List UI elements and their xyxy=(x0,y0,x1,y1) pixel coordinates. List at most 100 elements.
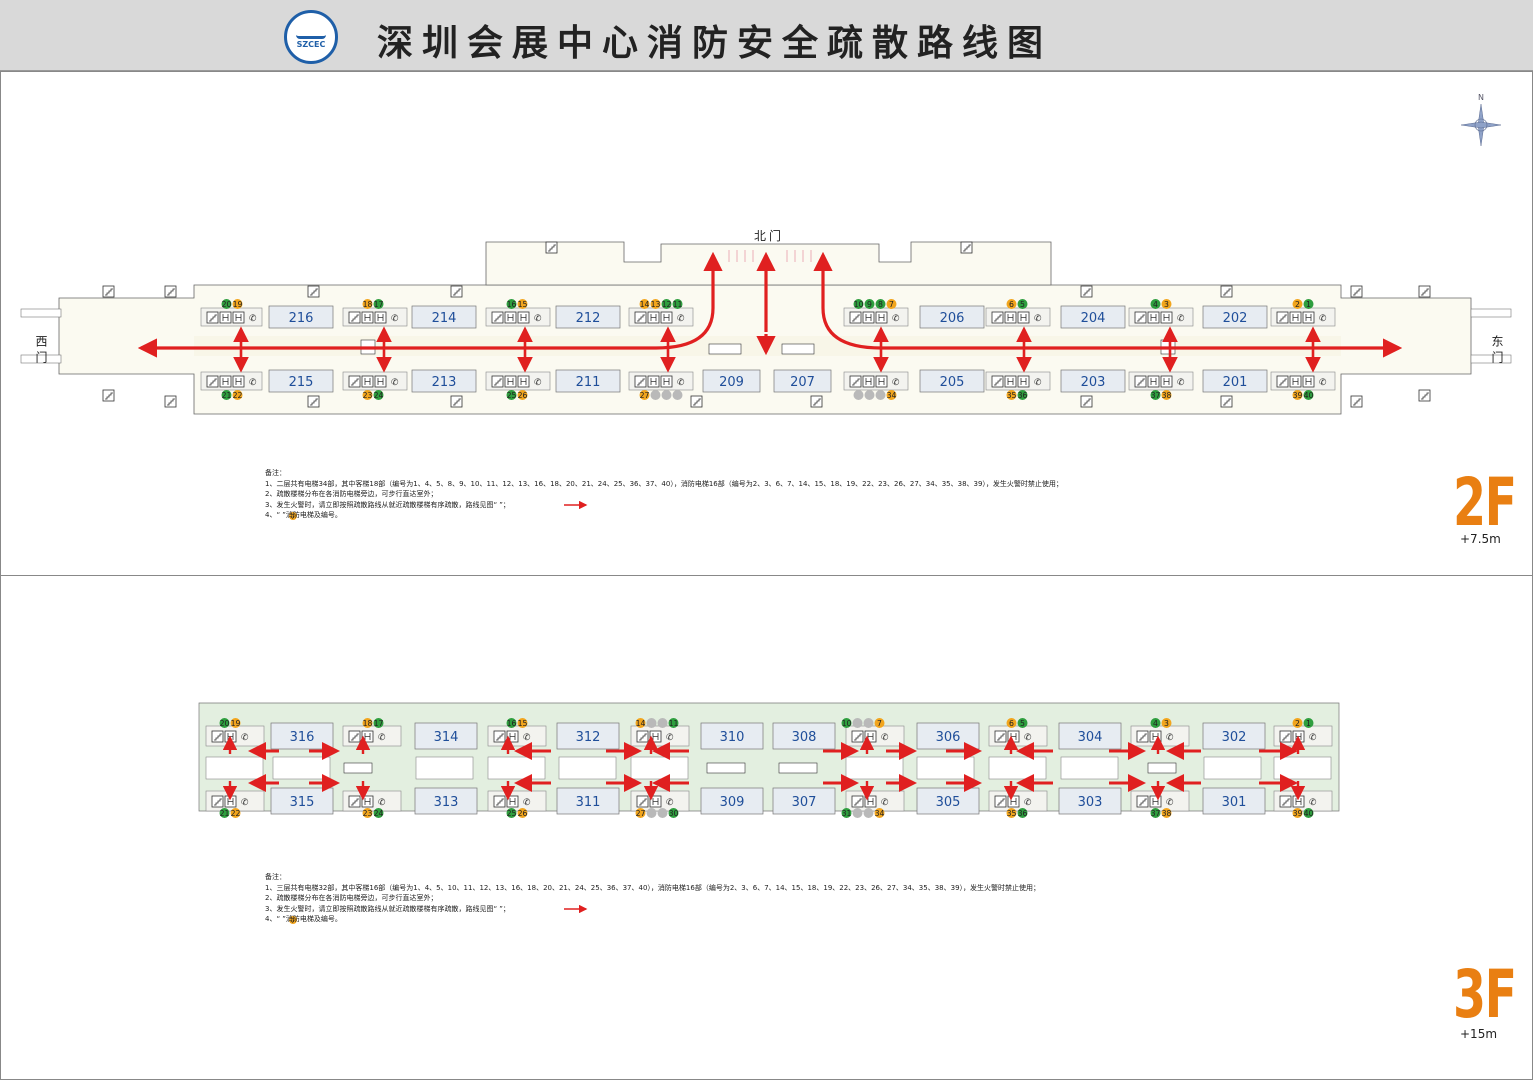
room-number: 205 xyxy=(940,375,965,390)
floor2-elevator-number: 8 xyxy=(878,300,883,309)
floor2-elevator-badge xyxy=(1150,299,1161,309)
room-number: 215 xyxy=(289,375,314,390)
floor3-elevator-badge xyxy=(874,718,885,728)
stair-icon xyxy=(348,795,361,808)
floor2-elevator-number: 35 xyxy=(1007,391,1017,400)
phone-icon: ✆ xyxy=(378,798,386,808)
floor2-elevator-number: 5 xyxy=(1020,300,1025,309)
phone-icon: ✆ xyxy=(1024,798,1032,808)
floor3-elevator-badge xyxy=(635,808,646,818)
notes-line: 4、“ ”消防电梯及编号。 xyxy=(265,915,342,923)
escalator-icon xyxy=(343,762,373,774)
stair-icon xyxy=(634,311,647,324)
elevator-symbol xyxy=(1305,378,1312,385)
exterior-stair-icon xyxy=(1350,285,1363,298)
stair-symbol xyxy=(1083,398,1091,406)
phone-icon: ✆ xyxy=(391,378,399,388)
room-box xyxy=(268,369,334,393)
elevator-symbol xyxy=(222,314,229,321)
floor2-elevator-number: 37 xyxy=(1151,391,1161,400)
phone-icon: ✆ xyxy=(1319,314,1327,324)
elevator-symbol xyxy=(1150,314,1157,321)
exterior-stair-icon xyxy=(102,285,115,298)
floor3-elevator-number: 10 xyxy=(842,719,852,728)
floor2-elevator-badge xyxy=(1161,299,1172,309)
floor3-elevator-number: 27 xyxy=(636,809,646,818)
stair-symbol xyxy=(548,244,556,252)
floor3-elevator-badge xyxy=(1150,718,1161,728)
floor3-elevator-badge xyxy=(1303,718,1314,728)
escalator-icon xyxy=(781,343,815,355)
floor3-elevator-badge xyxy=(1292,718,1303,728)
phone-icon: ✆ xyxy=(666,733,674,743)
notes-line: 2、疏散楼梯分布在各消防电梯旁边，可步行直达室外； xyxy=(265,490,438,498)
notes-line: 1、二层共有电梯34部，其中客梯18部（编号为1、4、5、8、9、10、11、1… xyxy=(265,479,1063,488)
room-number: 204 xyxy=(1081,311,1106,326)
floor2-elevator-number: 15 xyxy=(518,300,528,309)
stair-symbol xyxy=(639,733,647,741)
phone-icon: ✆ xyxy=(391,314,399,324)
stair-symbol xyxy=(105,288,113,296)
floor3-elevator-badge xyxy=(668,808,679,818)
stair-icon xyxy=(1136,795,1149,808)
elevator-symbol xyxy=(878,378,885,385)
stair-icon xyxy=(348,375,361,388)
exterior-stair-icon xyxy=(1418,285,1431,298)
exterior-stair-icon xyxy=(1080,395,1093,408)
logo-roof-shape xyxy=(296,22,326,39)
room-box xyxy=(555,369,621,393)
floor2-elevator-badge xyxy=(373,390,384,400)
floor3-elevator-badge xyxy=(863,718,874,728)
floor2-elevator-number: 17 xyxy=(374,300,384,309)
room-box xyxy=(773,369,832,393)
floor2-elevator-badge xyxy=(1006,390,1017,400)
corridor-block xyxy=(845,756,904,780)
north-door-label: 北门 xyxy=(754,229,785,243)
floor3-elevator-number: 35 xyxy=(1007,809,1017,818)
floor3-elevator-number: 24 xyxy=(374,809,384,818)
room-number: 307 xyxy=(792,795,817,810)
phone-icon: ✆ xyxy=(1319,378,1327,388)
floor3-elevator-badge xyxy=(219,718,230,728)
room-box xyxy=(414,722,478,750)
room-number: 211 xyxy=(576,375,601,390)
stair-symbol xyxy=(1279,378,1287,386)
room-box xyxy=(916,787,980,815)
stair-icon xyxy=(211,730,224,743)
elevator-symbol xyxy=(878,314,885,321)
floor3-elevator-number: 36 xyxy=(1018,809,1028,818)
east-bridge xyxy=(1470,354,1512,364)
phone-icon: ✆ xyxy=(892,378,900,388)
notes-line: 备注： xyxy=(265,873,286,881)
phone-icon: ✆ xyxy=(534,314,542,324)
room-box xyxy=(919,369,985,393)
floor2-elevator-number: 21 xyxy=(222,391,232,400)
floor2-elevator-number: 7 xyxy=(889,300,894,309)
floor2-elevator-badge xyxy=(1292,390,1303,400)
legend-fire-elevator-badge xyxy=(289,916,297,924)
phone-icon: ✆ xyxy=(249,378,257,388)
floor3-elevator-badge xyxy=(852,808,863,818)
stair-symbol xyxy=(105,392,113,400)
stair-symbol xyxy=(854,733,862,741)
room-number: 303 xyxy=(1078,795,1103,810)
room-box xyxy=(1202,722,1266,750)
stair-symbol xyxy=(1282,733,1290,741)
stair-icon xyxy=(994,730,1007,743)
floor3-elevator-number: 6 xyxy=(1009,719,1014,728)
corridor-block xyxy=(558,756,617,780)
stair-icon xyxy=(636,795,649,808)
stair-symbol xyxy=(1353,398,1361,406)
stair-icon xyxy=(1276,311,1289,324)
stair-icon xyxy=(851,730,864,743)
floor2-elevator-number: 39 xyxy=(1293,391,1303,400)
stair-icon xyxy=(1134,311,1147,324)
elevator-symbol xyxy=(377,314,384,321)
stair-icon xyxy=(849,375,862,388)
room-box xyxy=(1058,722,1122,750)
exterior-stair-icon xyxy=(1220,285,1233,298)
notes-line: 3、发生火警时，请立即按照疏散路线从就近疏散楼梯有序疏散，路线见图“ ”； xyxy=(265,500,510,509)
stair-symbol xyxy=(637,378,645,386)
